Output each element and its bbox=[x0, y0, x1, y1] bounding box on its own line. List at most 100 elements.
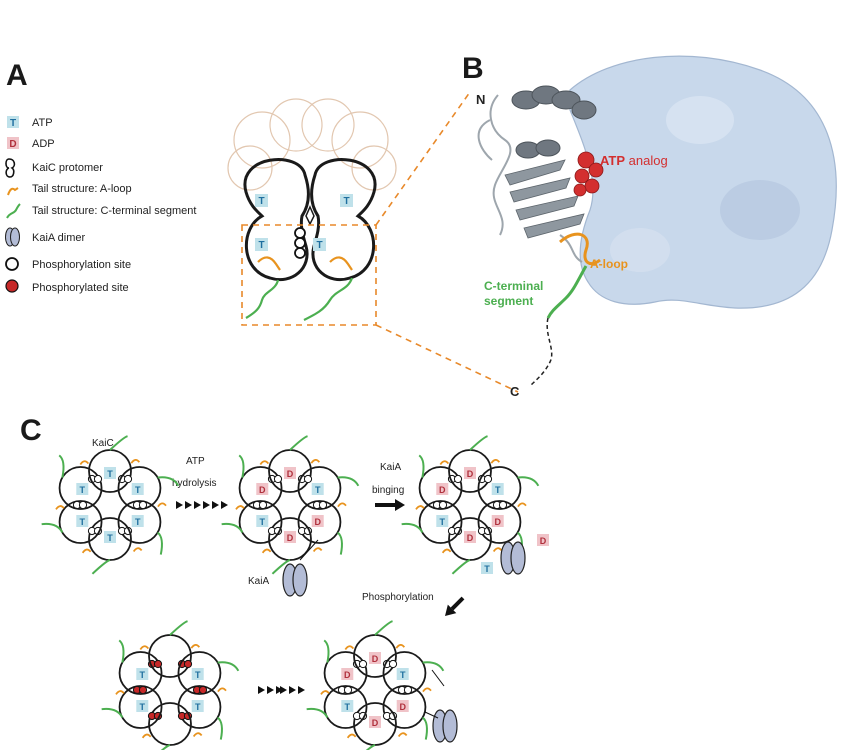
adp-badge bbox=[436, 483, 449, 495]
atp-badge bbox=[396, 668, 409, 680]
adp-badge bbox=[464, 531, 476, 543]
phos-site bbox=[318, 500, 328, 510]
atp-badge-text: T bbox=[135, 517, 141, 527]
kaic-protomer bbox=[418, 466, 463, 510]
arrow-chevron bbox=[276, 686, 283, 694]
cterm-tail bbox=[160, 744, 171, 750]
phos-site bbox=[403, 685, 413, 695]
arrow-head bbox=[445, 604, 457, 616]
phos-site bbox=[483, 474, 493, 484]
kaic-protomer bbox=[177, 651, 222, 695]
cterm-tail bbox=[156, 531, 163, 555]
phos-site bbox=[153, 659, 163, 669]
aloop bbox=[346, 733, 357, 739]
arrow-chevron bbox=[289, 686, 296, 694]
adp-badge-text: D bbox=[467, 469, 474, 479]
arrow-chevron bbox=[212, 501, 219, 509]
aloop bbox=[320, 690, 330, 695]
zoom-selection-box bbox=[241, 91, 519, 393]
adp-badge-text: D bbox=[540, 536, 547, 546]
atp-badge-text: T bbox=[484, 564, 490, 574]
atp-badge bbox=[131, 515, 144, 527]
atp-badge: T bbox=[258, 240, 264, 251]
cterm-tail bbox=[422, 661, 445, 672]
legend-phos-site-label: Phosphorylation site bbox=[32, 259, 131, 271]
kaic-protomer bbox=[297, 466, 342, 510]
kaic-protomer bbox=[323, 651, 368, 695]
atp-badge bbox=[311, 483, 324, 495]
kaia-dimer bbox=[432, 709, 458, 743]
aloop bbox=[259, 460, 270, 466]
atp-badge bbox=[341, 700, 354, 712]
kaic-protomer bbox=[238, 500, 283, 544]
legend-atp-label: ATP bbox=[32, 117, 53, 129]
arrow-chevron bbox=[298, 686, 305, 694]
aloop bbox=[79, 460, 90, 466]
adp-badge bbox=[284, 467, 296, 479]
adp-legend-icon-text: D bbox=[9, 139, 16, 150]
equilibrium-arrows bbox=[258, 686, 283, 694]
phos-site bbox=[453, 474, 463, 484]
cterm-tail bbox=[306, 707, 329, 719]
atp-badge-text: T bbox=[107, 469, 113, 479]
protein-structure bbox=[477, 55, 837, 387]
atp-badge bbox=[256, 515, 269, 527]
phos-site bbox=[303, 474, 313, 484]
aloop bbox=[192, 732, 203, 738]
aloop-legend-icon bbox=[7, 187, 19, 196]
atp-legend-icon-text: T bbox=[10, 118, 16, 129]
cterm-tail bbox=[365, 744, 376, 750]
aloop bbox=[261, 548, 272, 554]
kaic-protomer bbox=[477, 466, 522, 510]
cterm-label-line1: C-terminal bbox=[484, 279, 543, 293]
kaic-protomer bbox=[297, 500, 342, 544]
aloop bbox=[397, 732, 408, 738]
aloop bbox=[441, 548, 452, 554]
aloop bbox=[310, 459, 321, 464]
cterm-label-line2: segment bbox=[484, 294, 533, 308]
atp-analog-label: ATP analog bbox=[600, 153, 668, 168]
process-arrow bbox=[445, 596, 465, 616]
atp-badge-text: T bbox=[140, 702, 146, 712]
adp-badge-text: D bbox=[259, 485, 266, 495]
aloop bbox=[395, 644, 406, 649]
atp-hydrolysis-label-2: hydrolysis bbox=[172, 478, 216, 489]
pointer-line bbox=[299, 539, 319, 561]
cterm-tail bbox=[451, 559, 471, 575]
legend: T ATP D ADP KaiC protomer Tail structure… bbox=[5, 116, 196, 294]
atp-badge-text: T bbox=[195, 702, 201, 712]
kaic-label: KaiC bbox=[92, 438, 114, 449]
arrow-chevron bbox=[176, 501, 183, 509]
atp-badge-text: T bbox=[495, 485, 501, 495]
aloop bbox=[157, 502, 167, 508]
adp-badge-text: D bbox=[314, 517, 321, 527]
phos-site bbox=[123, 474, 133, 484]
atp-badge bbox=[436, 515, 449, 527]
aloop bbox=[115, 690, 125, 695]
kaia-subunit bbox=[510, 541, 526, 575]
cterm-tail bbox=[271, 559, 291, 575]
phos-site bbox=[183, 659, 193, 669]
cterm-legend-icon bbox=[6, 203, 21, 219]
aloop bbox=[190, 644, 201, 649]
aloop bbox=[139, 645, 150, 651]
phos-site-legend-icon bbox=[5, 257, 19, 271]
cterm-tail bbox=[58, 454, 65, 478]
adp-badge bbox=[396, 700, 409, 712]
phos-site bbox=[138, 500, 148, 510]
kaia-subunit bbox=[442, 709, 458, 743]
arrow-head bbox=[395, 499, 405, 511]
pointer-line bbox=[424, 711, 439, 719]
adp-badge-text: D bbox=[287, 469, 294, 479]
panel-a-letter: A bbox=[6, 59, 28, 92]
phos-site bbox=[198, 685, 208, 695]
adp-badge bbox=[464, 467, 476, 479]
kaia-dimer bbox=[500, 541, 526, 575]
atp-badge-text: T bbox=[135, 485, 141, 495]
cterm-tail bbox=[91, 559, 111, 575]
adp-legend-icon bbox=[7, 137, 19, 149]
kaic-protomer bbox=[323, 685, 368, 729]
atp-badge: T bbox=[343, 196, 349, 207]
